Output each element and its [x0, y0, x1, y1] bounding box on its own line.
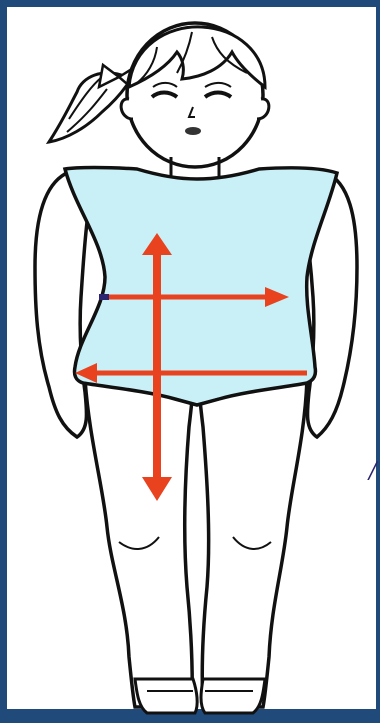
- girl-figure-illustration: [7, 7, 380, 723]
- side-mark: /: [369, 459, 376, 484]
- leotard: [65, 168, 337, 406]
- right-leg: [199, 379, 307, 707]
- mouth: [185, 127, 201, 135]
- left-leg: [85, 379, 193, 707]
- left-shoe: [135, 679, 197, 713]
- right-shoe: [201, 679, 265, 713]
- ponytail: [49, 73, 127, 142]
